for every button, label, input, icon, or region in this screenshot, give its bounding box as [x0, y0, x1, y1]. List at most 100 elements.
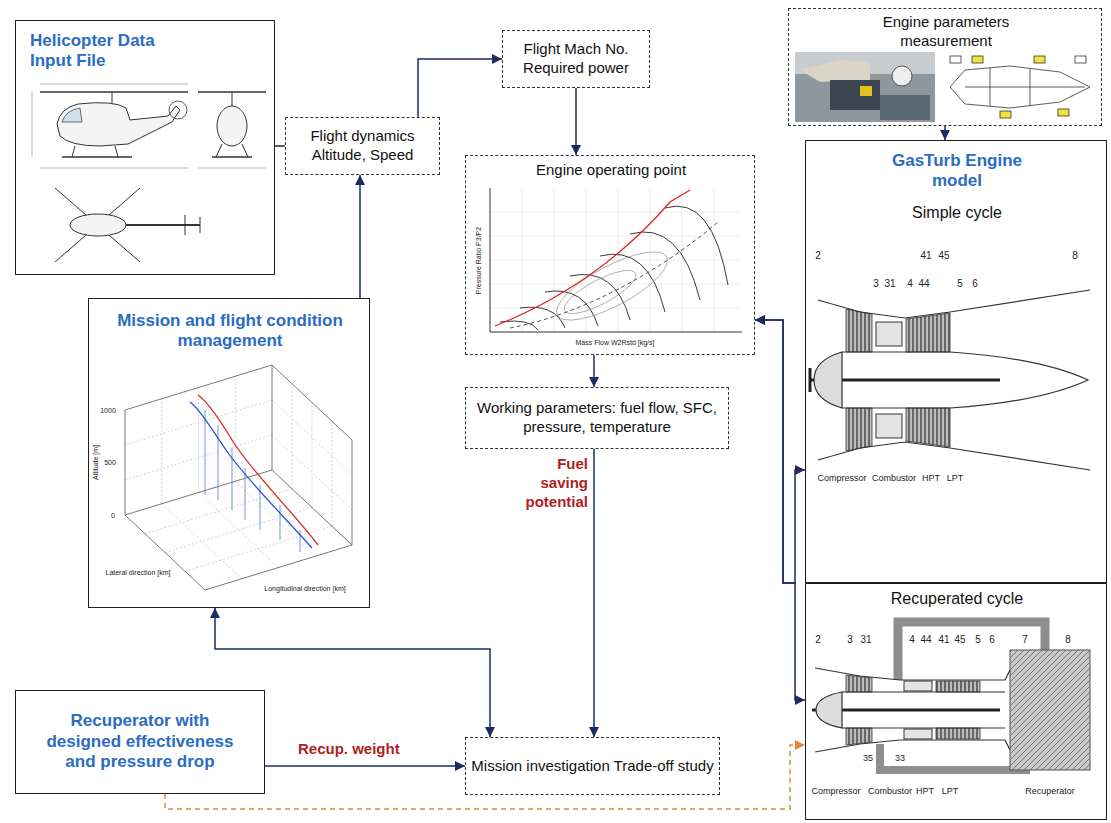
illustration-shape	[800, 60, 870, 82]
illustration-shape	[559, 263, 641, 322]
illustration-shape	[125, 435, 272, 480]
illustration-shape	[818, 442, 1090, 470]
recuperated-cycle-engine	[812, 622, 1090, 770]
connector-arrow	[265, 765, 465, 767]
station-number: 31	[883, 279, 896, 289]
illustration-shape	[950, 56, 961, 63]
station-number: 44	[919, 635, 932, 645]
illustration-shape	[548, 239, 676, 333]
station-number: 45	[937, 251, 950, 261]
annotation-label: 0	[110, 512, 116, 519]
engine-model-box: GasTurb Engine modelSimple cycle	[805, 140, 1107, 583]
illustration-shape	[112, 92, 113, 104]
illustration-shape	[232, 92, 233, 106]
connector-arrow	[215, 608, 490, 737]
illustration-shape	[814, 352, 842, 408]
illustration-shape	[198, 168, 266, 169]
illustration-shape	[312, 403, 313, 508]
illustration-shape	[500, 321, 538, 330]
illustration-shape	[280, 505, 281, 540]
annotation-label: Recuperator	[1024, 787, 1076, 796]
illustration-shape	[490, 212, 742, 213]
station-number: 31	[859, 635, 872, 645]
illustration-shape	[965, 87, 1085, 88]
illustration-shape	[495, 190, 690, 326]
trajectory-plot	[125, 365, 352, 590]
illustration-shape	[490, 188, 742, 332]
engine-cycle-box: Recuperated cycle	[805, 583, 1107, 820]
illustration-shape	[545, 291, 598, 326]
annotation-label: 33	[894, 754, 906, 763]
illustration-shape	[936, 681, 980, 692]
station-number: 45	[953, 635, 966, 645]
illustration-shape	[972, 56, 983, 63]
illustration-shape	[906, 408, 950, 447]
illustration-shape	[1030, 68, 1031, 106]
annotation-label: Altitude [m]	[92, 443, 99, 480]
connector-arrow	[755, 320, 805, 583]
station-number: 2	[814, 251, 822, 261]
annotation-label: Lateral direction [km]	[105, 569, 172, 576]
illustration-shape	[40, 91, 188, 93]
illustration-shape	[815, 668, 1010, 752]
node-text: Flight Mach No. Required power	[508, 40, 644, 78]
annotation-label: HPT	[921, 474, 941, 483]
illustration-shape	[816, 692, 842, 728]
illustration-shape	[906, 313, 950, 352]
annotation-label: Compressor	[810, 787, 861, 796]
illustration-shape	[490, 236, 742, 237]
helicopter-drawing	[32, 84, 266, 262]
illustration-shape	[40, 84, 188, 85]
connector-arrow	[593, 355, 595, 387]
illustration-shape	[1058, 109, 1069, 116]
illustration-shape	[842, 352, 950, 408]
illustration-shape	[165, 508, 312, 553]
illustration-shape	[235, 481, 315, 556]
illustration-shape	[818, 290, 1090, 318]
station-number: 41	[919, 251, 932, 261]
station-number: 8	[1071, 251, 1079, 261]
mission-management-box: Mission and flight condition management	[88, 298, 370, 608]
station-number: 3	[846, 635, 854, 645]
illustration-shape	[1034, 56, 1045, 63]
node-text: Flight dynamics Altitude, Speed	[291, 127, 434, 165]
process-box: Working parameters: fuel flow, SFC, pres…	[465, 387, 729, 449]
connector-arrow	[418, 59, 502, 117]
measurement-box: Engine parameters measurement	[788, 8, 1102, 126]
illustration-shape	[145, 489, 292, 534]
annotation-label: 1000	[99, 407, 117, 414]
process-box: Flight dynamics Altitude, Speed	[285, 117, 440, 175]
illustration-shape	[242, 144, 248, 157]
illustration-shape	[216, 144, 222, 157]
edge-label: Fuel saving potential	[508, 455, 588, 511]
station-number: 5	[974, 635, 982, 645]
illustration-shape	[1075, 56, 1086, 63]
illustration-shape	[40, 168, 188, 169]
illustration-shape	[198, 395, 318, 545]
annotation-label: Longitudinal direction [km]	[263, 585, 346, 592]
annotation-label: 500	[103, 459, 117, 466]
station-number: 3	[872, 279, 880, 289]
illustration-shape	[292, 384, 293, 489]
illustration-shape	[904, 729, 932, 739]
illustration-shape	[815, 668, 1010, 680]
illustration-shape	[1010, 650, 1090, 770]
illustration-shape	[235, 376, 236, 481]
station-number: 4	[908, 635, 916, 645]
illustration-shape	[490, 284, 742, 285]
annotation-label: Pressure Ratio P3/P2	[476, 225, 483, 294]
annotation-label: Combustor	[867, 787, 913, 796]
station-number: 5	[956, 279, 964, 289]
input-file-box: Helicopter Data Input File	[15, 20, 275, 275]
box-title: Engine parameters measurement	[841, 13, 1051, 51]
illustration-shape	[809, 368, 812, 392]
illustration-shape	[936, 728, 980, 739]
illustration-shape	[846, 675, 872, 692]
station-number: 41	[937, 635, 950, 645]
box-title: GasTurb Engine model	[872, 151, 1042, 192]
illustration-shape	[125, 376, 352, 579]
cycle-title: Recuperated cycle	[847, 589, 1067, 608]
recuperator-box: Recuperator with designed effectiveness …	[15, 690, 265, 794]
annotation-label: LPT	[941, 787, 960, 796]
